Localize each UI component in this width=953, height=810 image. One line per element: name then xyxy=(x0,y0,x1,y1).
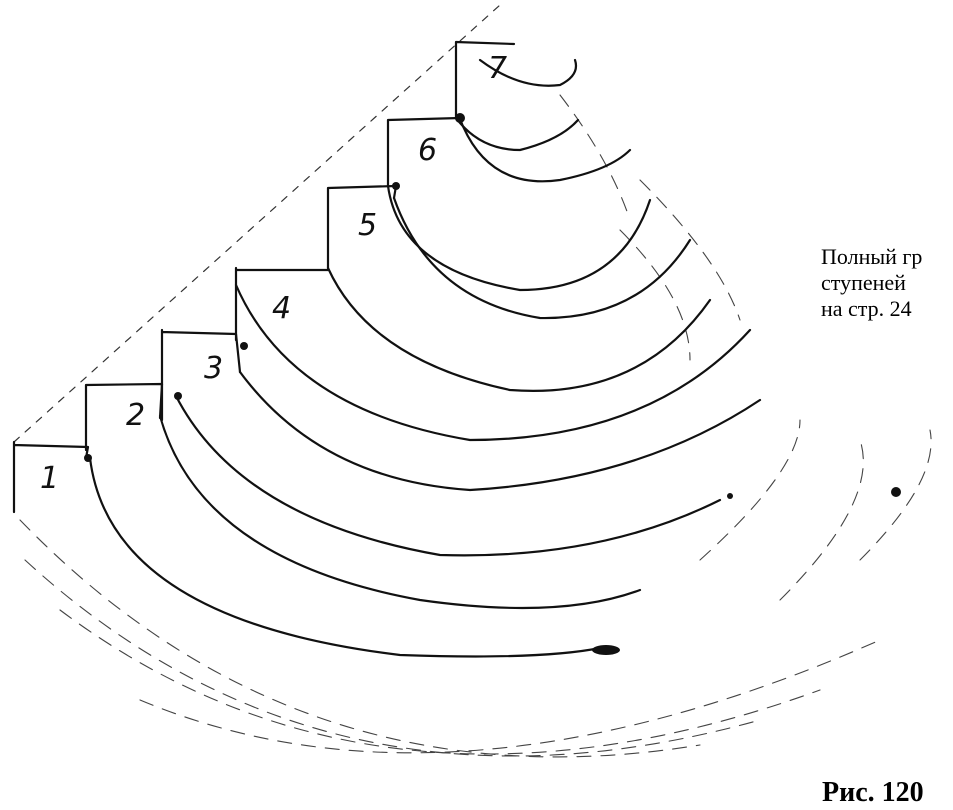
step-label-7: 7 xyxy=(488,51,507,86)
step-label-1: 1 xyxy=(40,461,59,496)
step-arcs xyxy=(88,58,762,658)
outer-faint-arcs xyxy=(19,94,932,758)
step-label-6: 6 xyxy=(418,133,437,168)
step-label-2: 2 xyxy=(126,398,145,433)
step-label-5: 5 xyxy=(358,208,377,243)
caption-line-3: на стр. 24 xyxy=(821,296,912,321)
step-outlines xyxy=(12,40,516,514)
figure-label: Рис. 120 xyxy=(822,777,924,808)
guide-dashed-line xyxy=(13,4,501,443)
step-labels: 1 2 3 4 5 6 7 xyxy=(40,51,507,496)
caption-line-2: ступеней xyxy=(821,270,906,295)
caption-line-1: Полный гр xyxy=(821,244,923,269)
step-label-4: 4 xyxy=(272,291,291,326)
step-label-3: 3 xyxy=(204,351,223,386)
ink-dots xyxy=(84,113,901,655)
